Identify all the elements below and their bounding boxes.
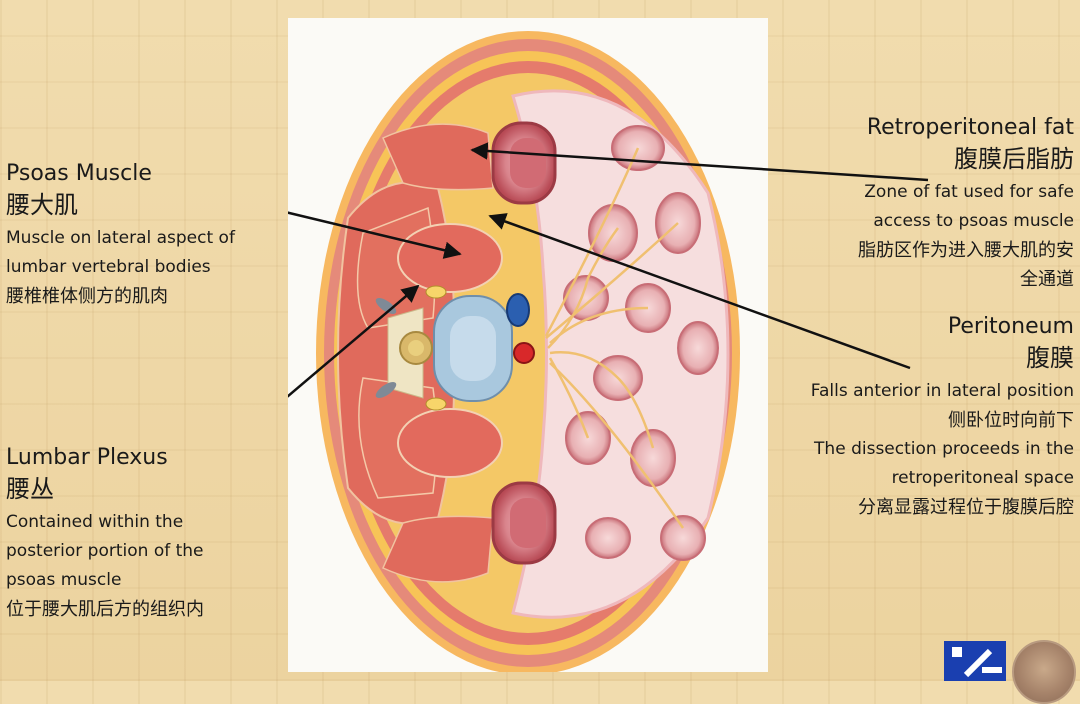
psoas-muscle-lower [397, 408, 503, 478]
peri-desc-en-1: Falls anterior in lateral position [810, 380, 1074, 401]
retro-desc-en-1: Zone of fat used for safe [864, 181, 1074, 202]
arrow-lumbar-plexus [288, 284, 420, 398]
plexus-desc-en-3: psoas muscle [6, 569, 122, 590]
abdominal-cross-section [288, 31, 740, 672]
psoas-muscle-upper [397, 223, 503, 293]
peri-desc-en-3: retroperitoneal space [891, 467, 1074, 488]
retro-desc-en-2: access to psoas muscle [873, 210, 1074, 231]
psoas-desc-zh: 腰椎椎体侧方的肌肉 [6, 285, 168, 307]
label-peritoneum: Peritoneum 腹膜 Falls anterior in lateral … [754, 313, 1074, 522]
aorta [513, 342, 535, 364]
psoas-title-en: Psoas Muscle [6, 161, 152, 186]
vertebra [375, 285, 513, 411]
plexus-title-en: Lumbar Plexus [6, 445, 168, 470]
plexus-desc-en-1: Contained within the [6, 511, 184, 532]
retro-desc-zh-2: 全通道 [1020, 268, 1074, 290]
institution-logo [944, 641, 1006, 681]
peri-title-zh: 腹膜 [1026, 343, 1074, 372]
label-lumbar-plexus: Lumbar Plexus 腰丛 Contained within the po… [6, 444, 296, 624]
plexus-desc-zh: 位于腰大肌后方的组织内 [6, 598, 204, 620]
psoas-title-zh: 腰大肌 [6, 190, 78, 219]
peri-title-en: Peritoneum [947, 314, 1074, 339]
diagram-panel [288, 18, 768, 672]
label-retroperitoneal-fat: Retroperitoneal fat 腹膜后脂肪 Zone of fat us… [774, 114, 1074, 294]
seal-emblem [1012, 640, 1076, 704]
peri-desc-en-2: The dissection proceeds in the [814, 438, 1074, 459]
retro-desc-zh-1: 脂肪区作为进入腰大肌的安 [858, 239, 1074, 261]
peri-desc-zh-2: 分离显露过程位于腹膜后腔 [858, 496, 1074, 518]
peri-desc-zh-1: 侧卧位时向前下 [948, 409, 1074, 431]
retro-title-zh: 腹膜后脂肪 [954, 144, 1074, 173]
vena-cava [506, 293, 530, 327]
plexus-title-zh: 腰丛 [6, 474, 54, 503]
retro-title-en: Retroperitoneal fat [866, 115, 1074, 140]
psoas-desc-en-2: lumbar vertebral bodies [6, 256, 211, 277]
psoas-desc-en-1: Muscle on lateral aspect of [6, 227, 235, 248]
plexus-desc-en-2: posterior portion of the [6, 540, 204, 561]
arrow-psoas [288, 211, 462, 259]
label-psoas-muscle: Psoas Muscle 腰大肌 Muscle on lateral aspec… [6, 160, 296, 311]
